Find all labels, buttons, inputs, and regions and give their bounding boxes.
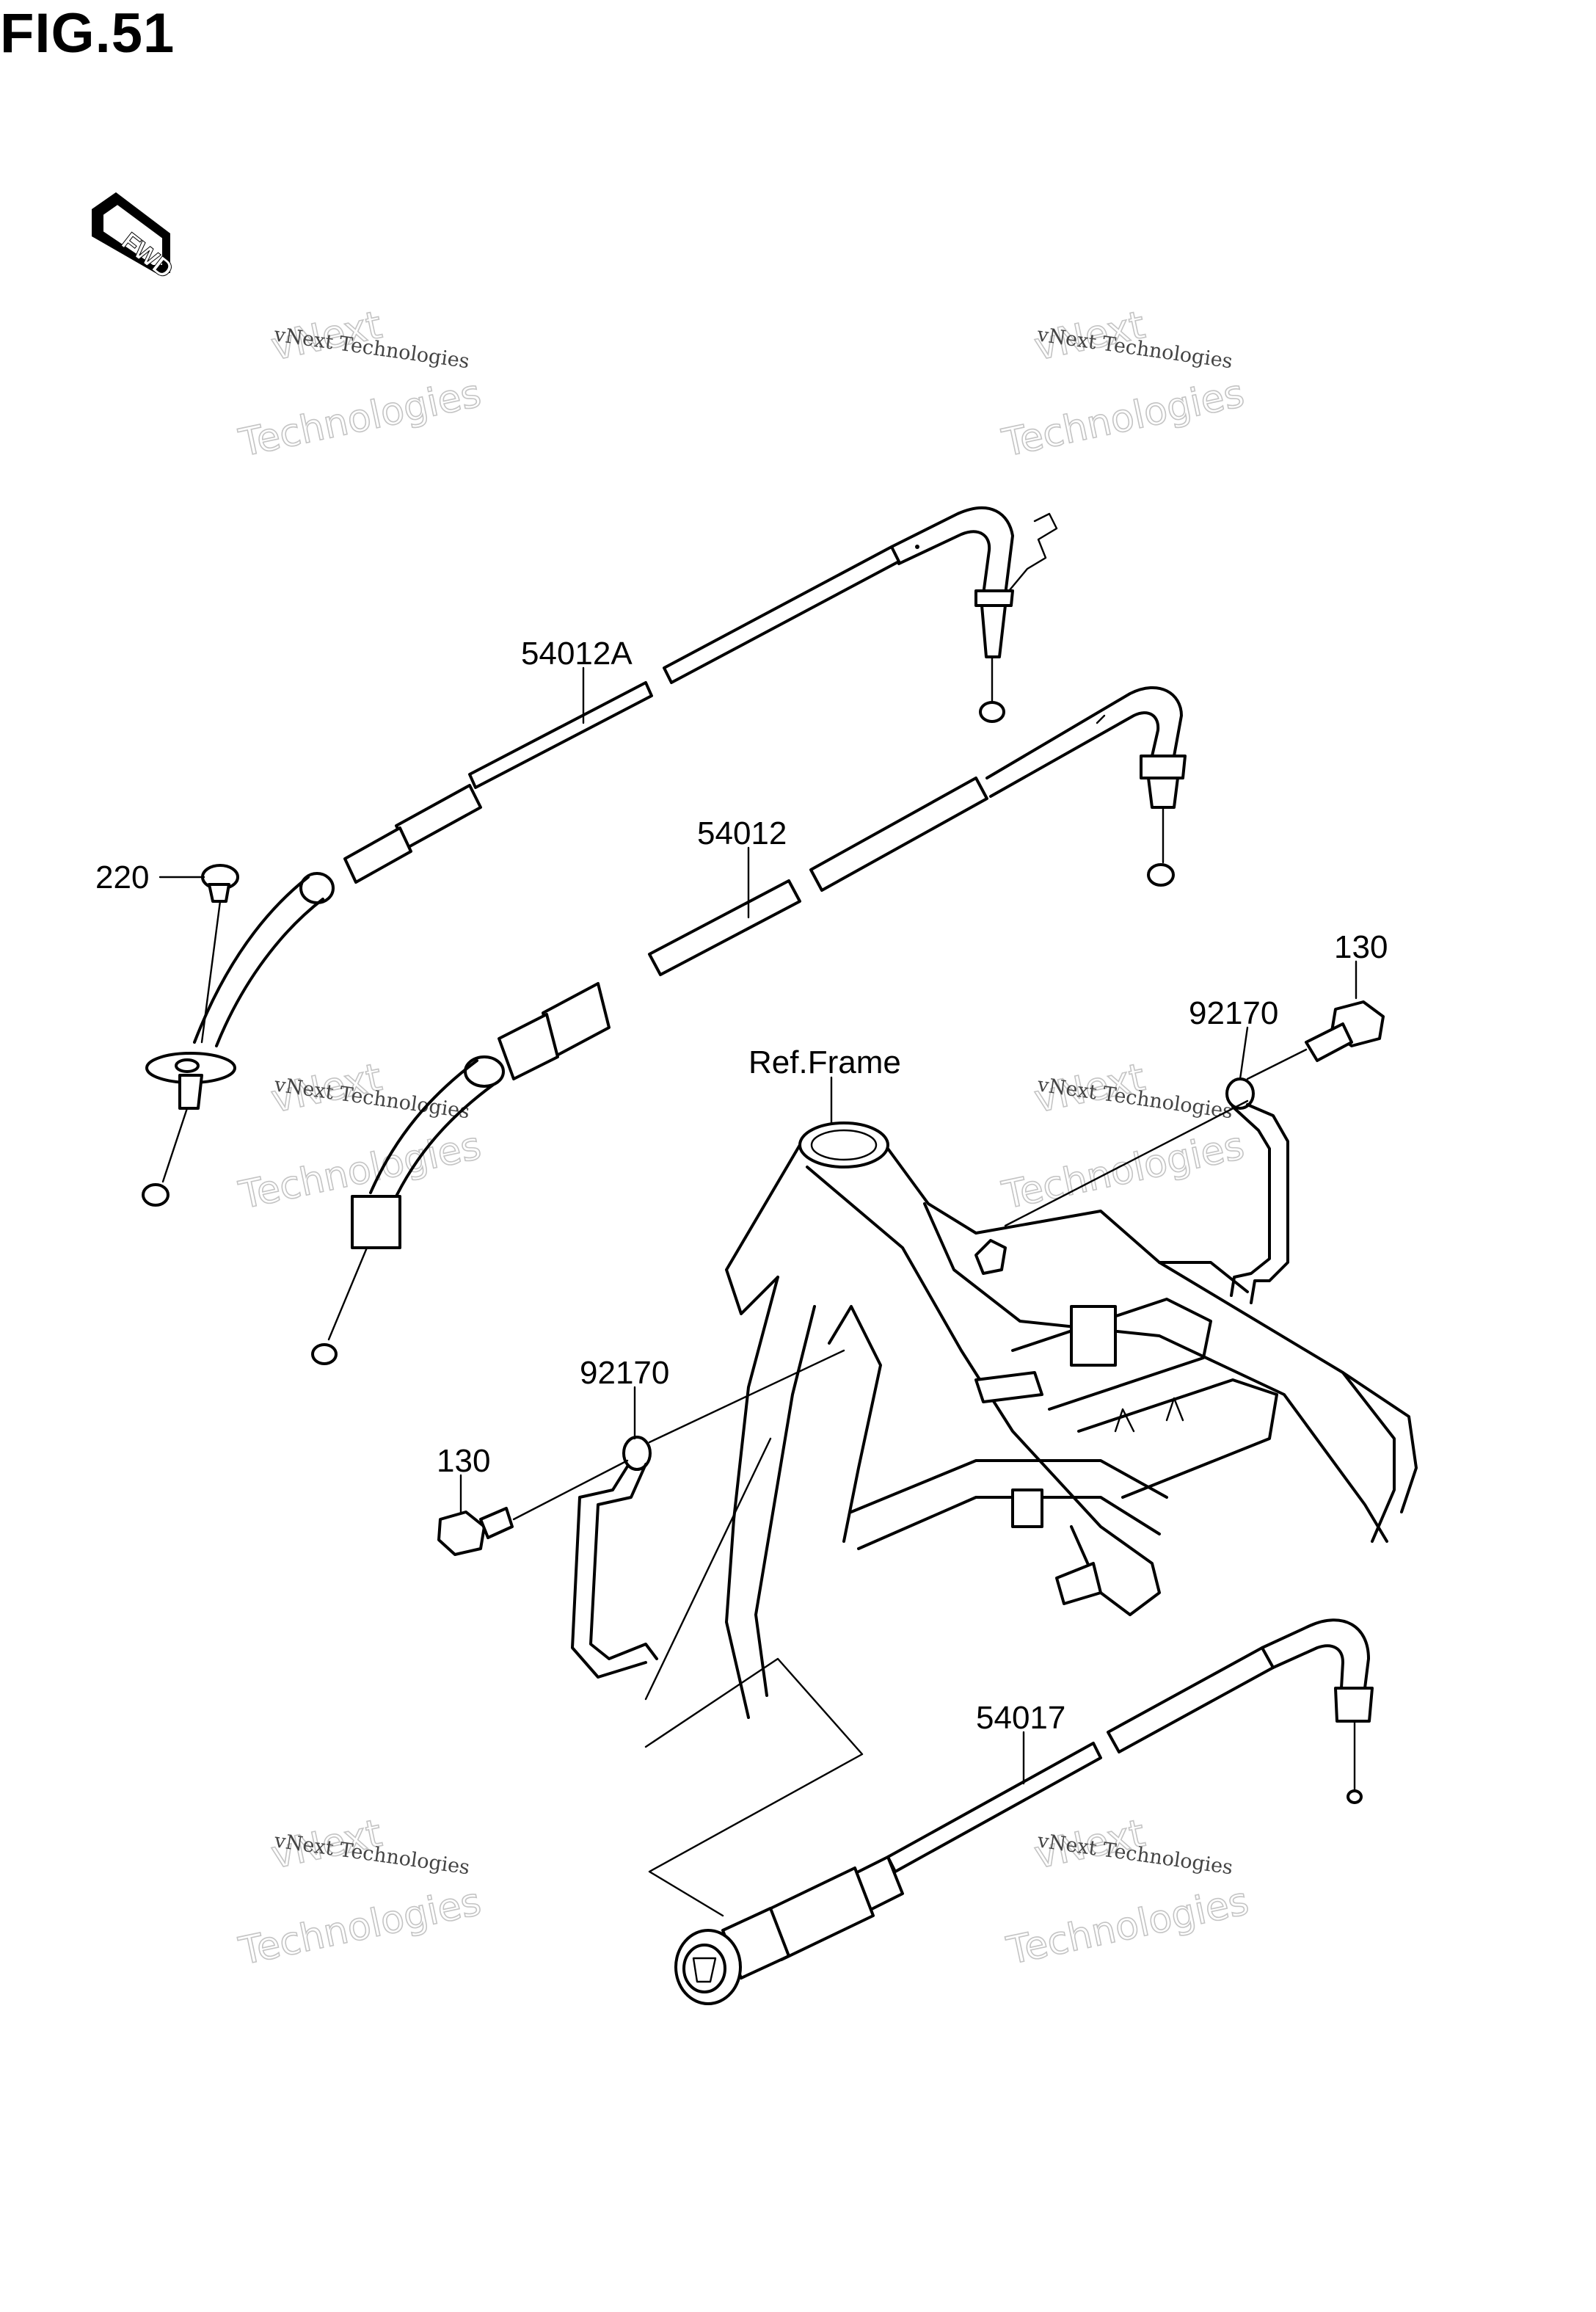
watermark-bottom-right: vNext vNext Technologies Technologies [1002,1811,1253,1974]
svg-text:Technologies: Technologies [235,1880,484,1974]
svg-text:Technologies: Technologies [998,1124,1247,1218]
clamp-92170-right [1225,1077,1289,1304]
callout-220: 220 [95,859,149,895]
watermark-mid-right: vNext vNext Technologies Technologies [998,1055,1249,1218]
watermark-bottom-left: vNext vNext Technologies Technologies [235,1811,486,1974]
callout-130-left: 130 [437,1443,490,1479]
callout-92170-left: 92170 [580,1355,669,1391]
watermark-top-right: vNext vNext Technologies Technologies [998,302,1249,466]
fwd-arrow-icon: FWD [92,192,178,285]
callout-54012A: 54012A [521,636,633,672]
throttle-cable-54012 [311,686,1187,1365]
figure-title: FIG.51 [0,2,175,65]
svg-text:Technologies: Technologies [998,371,1247,465]
svg-text:Technologies: Technologies [1003,1880,1253,1974]
callout-92170-right: 92170 [1189,995,1278,1031]
leader-lines [158,666,1358,1917]
watermark-mid-left: vNext vNext Technologies Technologies [235,1055,486,1218]
clamp-92170-left [571,1436,658,1679]
bolt-130-right [1305,1000,1385,1062]
throttle-cable-54012A [142,506,1058,1207]
callout-54012: 54012 [697,815,787,851]
bolt-130-left [437,1507,514,1556]
watermark-top-left: vNext vNext Technologies Technologies [235,302,486,466]
choke-cable-54017 [674,1618,1374,2005]
callout-54017: 54017 [976,1700,1065,1736]
svg-text:Technologies: Technologies [235,371,484,465]
bolt-220 [200,864,239,1044]
callout-ref-frame: Ref.Frame [748,1044,901,1080]
callout-130-right: 130 [1334,929,1388,965]
frame-reference [725,1122,1418,1719]
